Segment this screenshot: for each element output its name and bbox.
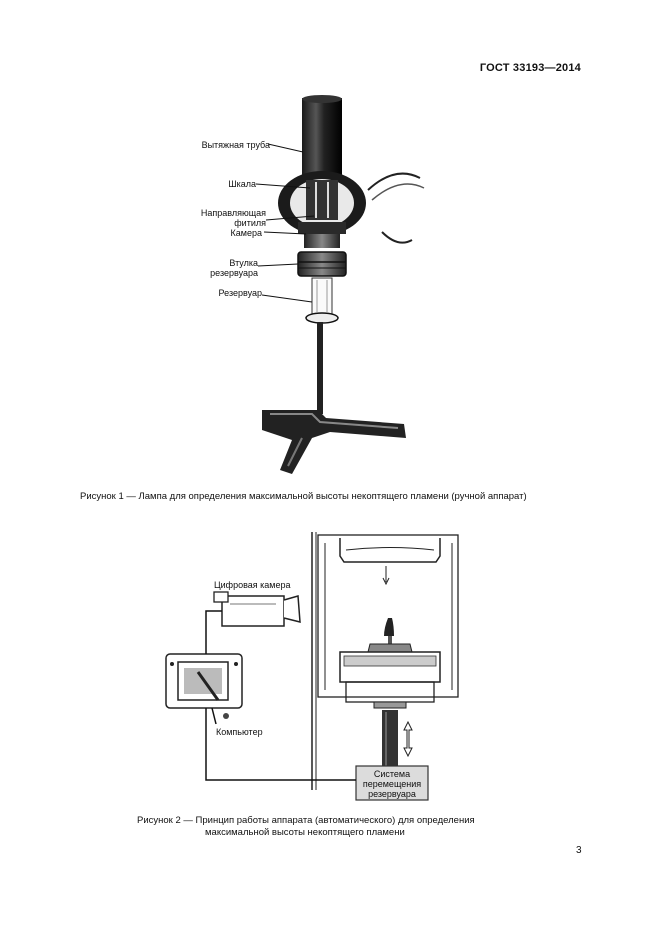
reservoir-system-label-line1: Система bbox=[373, 769, 411, 779]
reservoir-system-label-line2: перемещения bbox=[362, 779, 422, 789]
figure2-caption-line1: Рисунок 2 — Принцип работы аппарата (авт… bbox=[137, 815, 475, 826]
chamber-label: Камера bbox=[230, 228, 262, 238]
chimney-part bbox=[302, 95, 342, 184]
burner-part bbox=[339, 618, 441, 709]
wick-guide-label-line2: фитиля bbox=[234, 218, 266, 228]
scale-label: Шкала bbox=[228, 179, 256, 189]
standard-number: ГОСТ 33193—2014 bbox=[479, 62, 581, 74]
figure1-caption: Рисунок 1 — Лампа для определения максим… bbox=[80, 491, 527, 502]
digital-camera-label: Цифровая камера bbox=[214, 580, 291, 590]
chamber-part bbox=[278, 171, 366, 248]
apparatus-frame bbox=[311, 532, 459, 790]
computer-icon bbox=[165, 653, 243, 719]
figure2-caption-line2: максимальной высоты некоптящего пламени bbox=[205, 827, 405, 838]
wick-guide-label-line1: Направляющая bbox=[200, 208, 266, 218]
reservoir-sleeve-label-line2: резервуара bbox=[210, 268, 258, 278]
tripod-base-part bbox=[262, 410, 406, 474]
page-number: 3 bbox=[576, 845, 582, 856]
reservoir-system-label-line3: резервуара bbox=[368, 789, 416, 799]
reservoir-system-box bbox=[355, 765, 429, 801]
reservoir-part bbox=[305, 277, 339, 324]
computer-label: Компьютер bbox=[216, 727, 263, 737]
chimney-label: Вытяжная труба bbox=[201, 140, 270, 150]
reservoir-column bbox=[382, 710, 413, 768]
reservoir-sleeve-label-line1: Втулка bbox=[229, 258, 258, 268]
reservoir-label: Резервуар bbox=[218, 288, 262, 298]
digital-camera-icon bbox=[213, 591, 301, 627]
